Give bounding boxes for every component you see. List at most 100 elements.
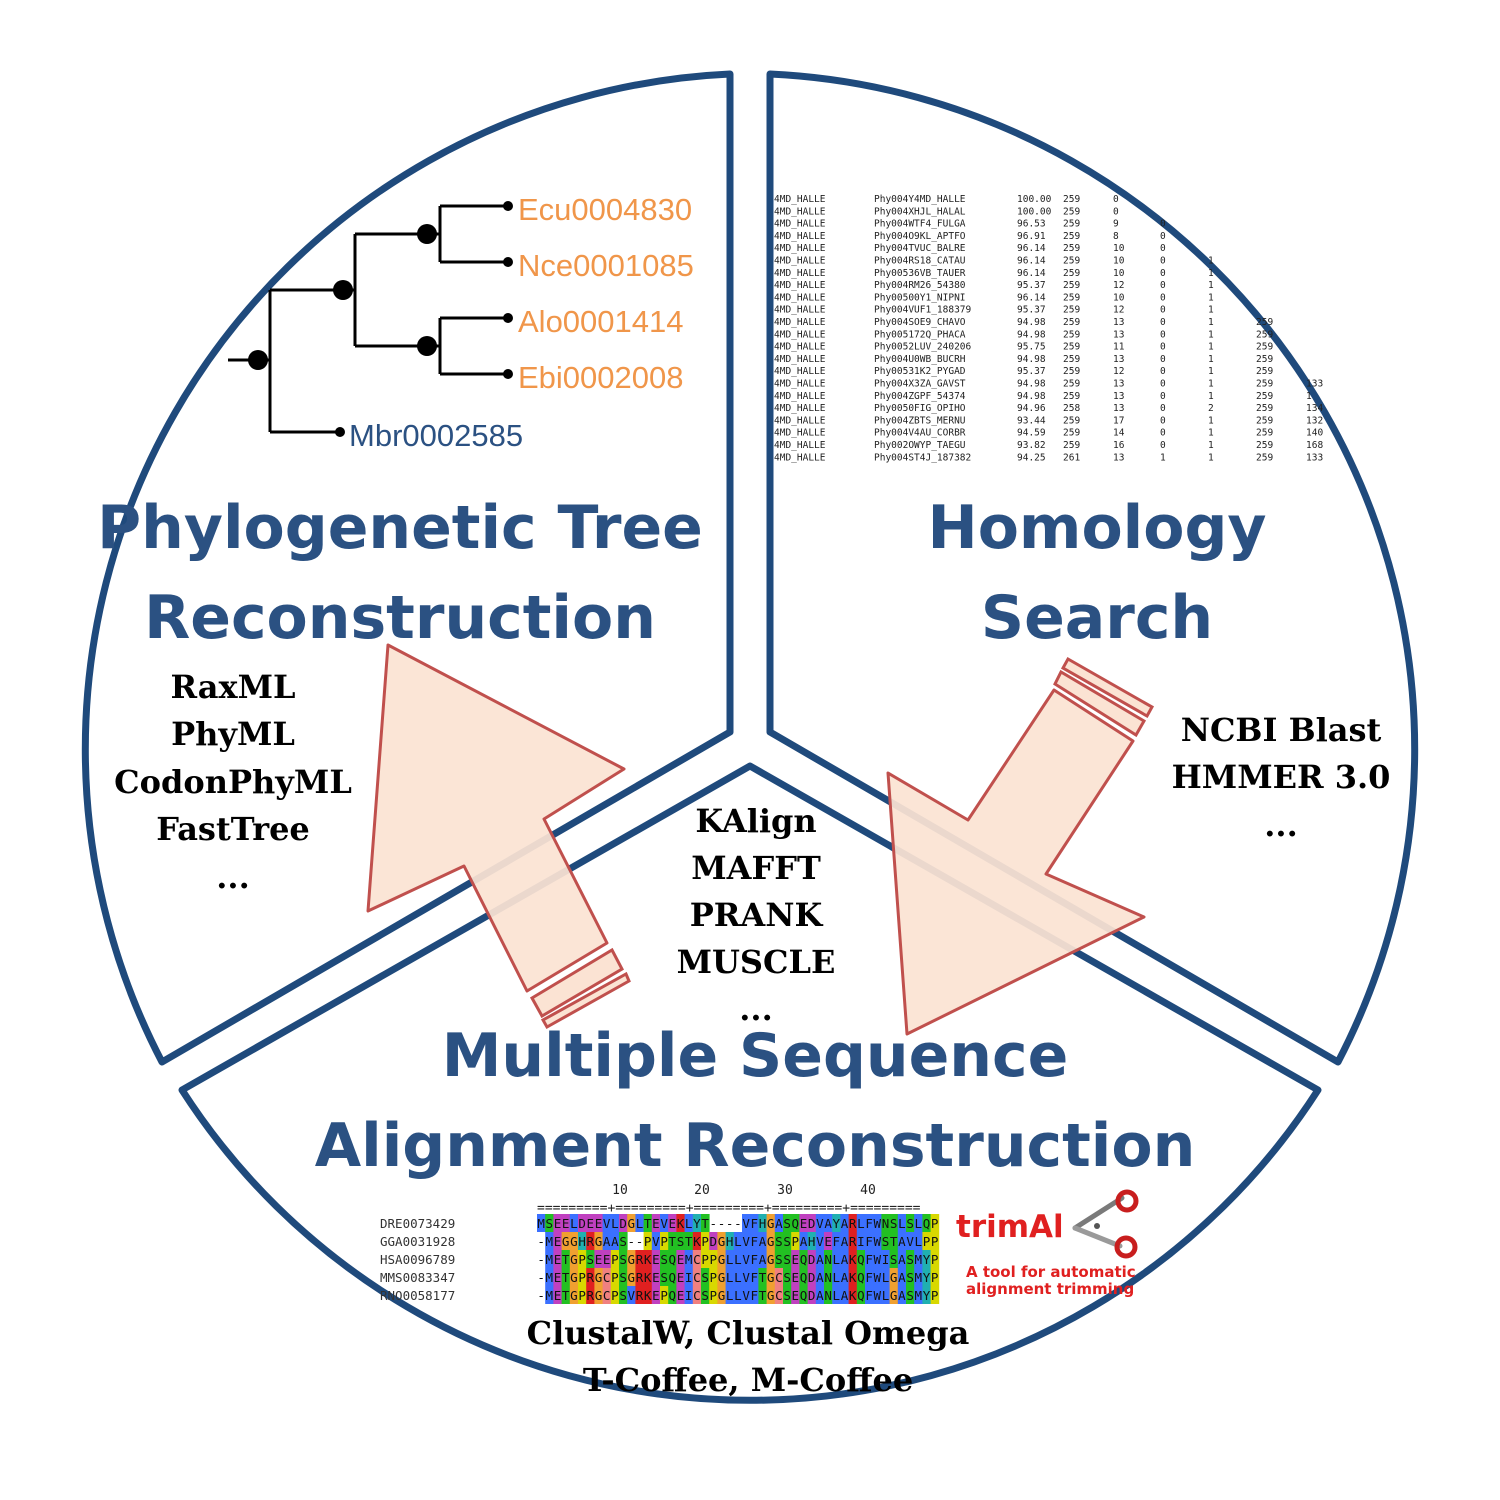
homology-title-line-2: Search [981,583,1213,653]
blast-table-cell: 0 [1160,317,1166,328]
alignment-residue-cell [930,1250,940,1268]
alignment-residue-cell [643,1268,653,1286]
alignment-residue-cell [865,1250,874,1268]
blast-table-cell: 1 [1208,329,1214,340]
homology-tool: NCBI Blast [1181,711,1382,749]
alignment-residue: S [890,1252,898,1267]
blast-table-cell: 0 [1113,194,1119,205]
alignment-residue: E [677,1288,685,1303]
alignment-residue: - [628,1234,636,1249]
alignment-residue: R [587,1234,595,1249]
alignment-residue: P [660,1234,668,1249]
alignment-residue-cell [545,1286,554,1304]
alignment-residue: E [652,1288,660,1303]
alignment-residue: K [849,1270,857,1285]
alignment-residue: L [857,1216,865,1231]
blast-table-cell: 14 [1113,428,1125,439]
alignment-residue: S [783,1234,791,1249]
alignment-residue: P [578,1270,586,1285]
blast-table-cell: 4MD_HALLE [774,280,826,291]
blast-table-cell: 259 [1256,391,1273,402]
alignment-residue: K [644,1270,652,1285]
blast-table-cell: 259 [1063,342,1080,353]
alignment-residue: A [816,1270,824,1285]
alignment-residue: A [898,1234,906,1249]
alignment-residue: P [710,1270,718,1285]
blast-table-cell: 1 [1208,428,1214,439]
blast-table-cell: 1 [1208,366,1214,377]
alignment-residue: Q [792,1216,800,1231]
alignment-residue-cell [807,1232,817,1250]
phylo-tool: PhyML [171,715,295,753]
alignment-residue: M [685,1252,693,1267]
blast-table-cell: 0 [1160,440,1166,451]
alignment-residue-cell [619,1268,628,1286]
blast-table-cell: 4MD_HALLE [774,292,826,303]
alignment-ruler-line: =========+=========+=========+=========+… [537,1201,921,1216]
alignment-residue-cell [578,1232,587,1250]
alignment-residue: K [849,1288,857,1303]
blast-table-cell: 13 [1113,317,1124,328]
blast-table-cell: 4MD_HALLE [774,391,826,402]
alignment-residue: - [537,1252,545,1267]
alignment-residue: R [587,1270,595,1285]
alignment-residue: V [816,1216,824,1231]
alignment-residue: N [824,1252,832,1267]
alignment-residue: Y [923,1252,931,1267]
alignment-residue: S [890,1216,898,1231]
alignment-ruler-number: 10 [612,1183,628,1198]
arrow-msa-to-tree-body [366,643,626,993]
phylo-title-line-1: Phylogenetic Tree [97,493,703,563]
alignment-residue: E [677,1270,685,1285]
msa-center-tool: MUSCLE [677,943,836,981]
alignment-residue-cell [815,1268,825,1286]
alignment-residue-cell [750,1232,759,1250]
blast-table-cell: 4MD_HALLE [774,317,826,328]
alignment-ruler-number: 40 [860,1183,876,1198]
alignment-residue: S [783,1216,791,1231]
alignment-residue: D [619,1216,627,1231]
alignment-residue: K [677,1216,685,1231]
alignment-residue-cell [692,1232,702,1250]
alignment-residue-cell [807,1268,817,1286]
alignment-residue-cell [569,1232,579,1250]
alignment-residue-cell [578,1268,587,1286]
alignment-residue: T [701,1216,709,1231]
alignment-residue-cell [742,1268,751,1286]
alignment-residue-cell [906,1286,915,1304]
alignment-residue: - [710,1216,718,1231]
alignment-residue-cell [832,1268,841,1286]
alignment-residue: - [537,1288,545,1303]
alignment-residue-cell [643,1214,653,1232]
blast-table-cell: 259 [1063,366,1080,377]
alignment-residue-cell [824,1250,833,1268]
alignment-residue: W [874,1252,882,1267]
alignment-residue: L [882,1288,890,1303]
blast-table-cell: 0 [1160,231,1166,242]
alignment-residue-cell [602,1268,612,1286]
alignment-residue: S [587,1252,595,1267]
alignment-residue-cell [610,1286,620,1304]
blast-table-cell: 0 [1160,428,1166,439]
alignment-residue-cell [561,1232,571,1250]
blast-table-cell: 259 [1256,452,1273,463]
alignment-residue-cell [873,1286,882,1304]
alignment-residue: G [595,1234,603,1249]
alignment-residue: E [792,1252,800,1267]
blast-table-cell: Phy004VUF1_188379 [874,305,972,316]
alignment-residue: E [595,1216,603,1231]
alignment-residue: P [701,1252,709,1267]
alignment-residue-cell [594,1250,603,1268]
alignment-residue-cell [717,1286,726,1304]
blast-table-cell: Phy004WTF4_FULGA [874,219,966,230]
alignment-residue: P [931,1234,939,1249]
blast-table-cell: 134 [1306,403,1323,414]
alignment-residue-cell [832,1286,841,1304]
alignment-residue-cell [578,1250,587,1268]
alignment-residue: A [898,1288,906,1303]
alignment-residue: C [693,1288,701,1303]
alignment-residue: T [644,1216,652,1231]
alignment-residue: P [578,1288,586,1303]
